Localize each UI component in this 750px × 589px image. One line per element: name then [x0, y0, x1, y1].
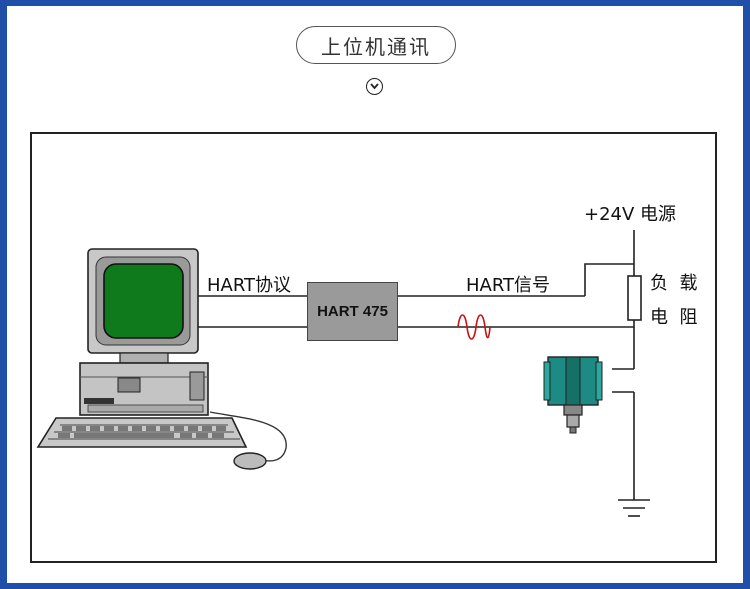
chevron-down-icon[interactable] [366, 78, 383, 95]
hart-signal-wave-icon [457, 314, 491, 340]
hart-signal-label: HART信号 [466, 275, 551, 296]
hart-475-label: HART 475 [317, 303, 388, 320]
load-resistor-label-line1: 负 载 [650, 273, 698, 294]
page-title: 上位机通讯 [296, 26, 456, 64]
chevron-down-glyph [370, 83, 379, 90]
ground-icon [618, 499, 650, 517]
hart-475-communicator: HART 475 [307, 282, 398, 341]
hart-protocol-label: HART协议 [207, 275, 292, 296]
power-supply-label: +24V 电源 [584, 204, 677, 225]
load-resistor-icon [627, 275, 642, 321]
transmitter-icon [543, 356, 603, 434]
page-title-text: 上位机通讯 [321, 34, 431, 59]
load-resistor-label-line2: 电 阻 [650, 307, 698, 328]
computer-icon [36, 248, 287, 470]
wire-hart-top-rise [584, 263, 634, 296]
